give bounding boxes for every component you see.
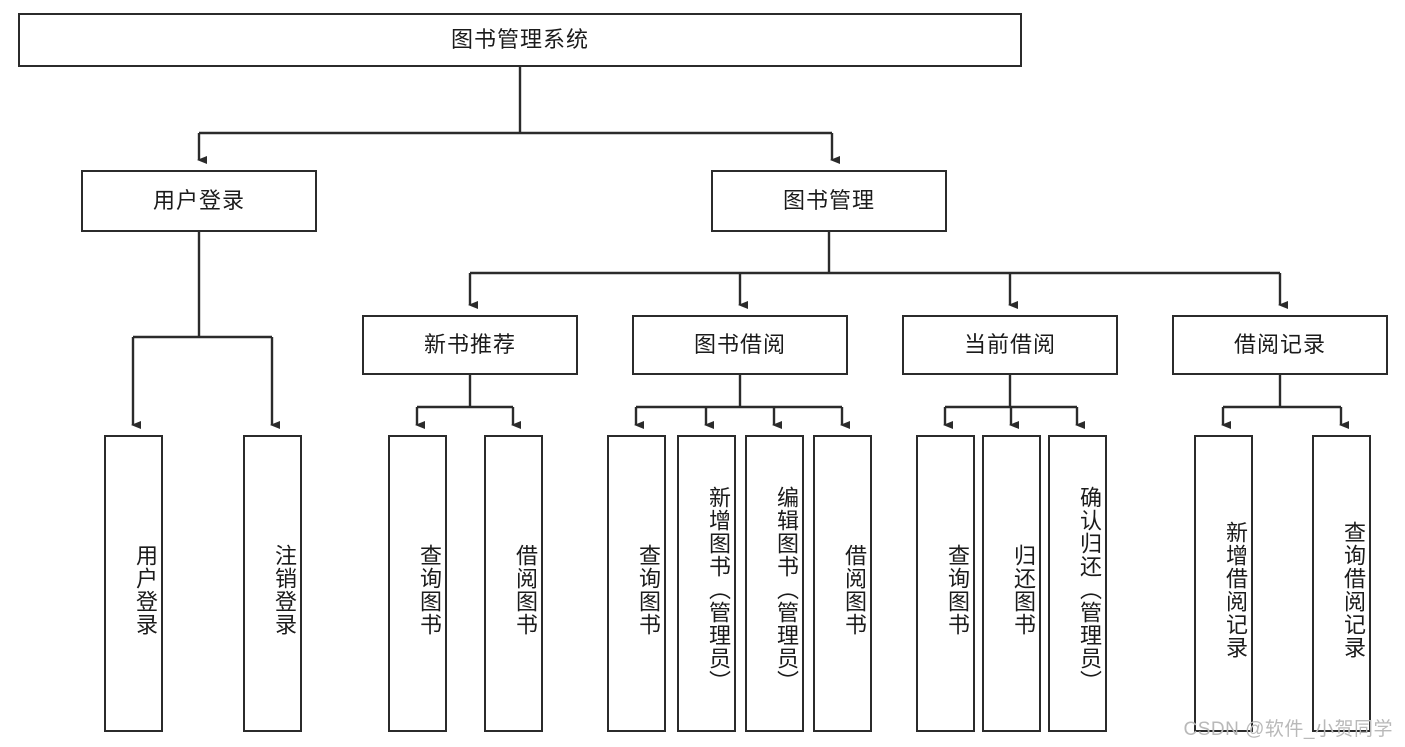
leaf-book-borrow-query[interactable]: 查询图书 [607,435,666,732]
node-book-management[interactable]: 图书管理 [711,170,947,232]
leaf-user-login-signin[interactable]: 用户登录 [104,435,163,732]
leaf-book-borrow-add[interactable]: 新增图书（管理员） [677,435,736,732]
node-user-login-label: 用户登录 [152,187,245,213]
node-borrow-record[interactable]: 借阅记录 [1172,315,1388,375]
node-new-book-recommend-label: 新书推荐 [423,331,516,357]
node-book-management-label: 图书管理 [782,187,875,213]
leaf-current-borrow-confirm-return[interactable]: 确认归还（管理员） [1048,435,1107,732]
leaf-book-borrow-query-label: 查询图书 [636,543,661,636]
leaf-user-login-signout[interactable]: 注销登录 [243,435,302,732]
leaf-user-login-signout-label: 注销登录 [272,543,297,636]
leaf-new-book-borrow-label: 借阅图书 [513,543,538,636]
leaf-current-borrow-return[interactable]: 归还图书 [982,435,1041,732]
leaf-book-borrow-edit-label: 编辑图书（管理员） [774,486,799,693]
node-current-borrow-label: 当前借阅 [963,331,1056,357]
leaf-borrow-record-query-label: 查询借阅记录 [1341,520,1366,659]
leaf-book-borrow-borrow[interactable]: 借阅图书 [813,435,872,732]
leaf-current-borrow-return-label: 归还图书 [1011,543,1036,636]
leaf-book-borrow-borrow-label: 借阅图书 [842,543,867,636]
node-root-label: 图书管理系统 [450,26,589,52]
node-borrow-record-label: 借阅记录 [1233,331,1326,357]
leaf-new-book-borrow[interactable]: 借阅图书 [484,435,543,732]
leaf-book-borrow-edit[interactable]: 编辑图书（管理员） [745,435,804,732]
leaf-borrow-record-add[interactable]: 新增借阅记录 [1194,435,1253,732]
node-current-borrow[interactable]: 当前借阅 [902,315,1118,375]
leaf-borrow-record-add-label: 新增借阅记录 [1223,520,1248,659]
node-root[interactable]: 图书管理系统 [18,13,1022,67]
leaf-current-borrow-query[interactable]: 查询图书 [916,435,975,732]
leaf-current-borrow-query-label: 查询图书 [945,543,970,636]
leaf-book-borrow-add-label: 新增图书（管理员） [706,486,731,693]
node-book-borrow-label: 图书借阅 [693,331,786,357]
node-book-borrow[interactable]: 图书借阅 [632,315,848,375]
node-user-login[interactable]: 用户登录 [81,170,317,232]
leaf-new-book-query[interactable]: 查询图书 [388,435,447,732]
leaf-borrow-record-query[interactable]: 查询借阅记录 [1312,435,1371,732]
leaf-user-login-signin-label: 用户登录 [133,543,158,636]
leaf-new-book-query-label: 查询图书 [417,543,442,636]
leaf-current-borrow-confirm-return-label: 确认归还（管理员） [1077,486,1102,693]
node-new-book-recommend[interactable]: 新书推荐 [362,315,578,375]
